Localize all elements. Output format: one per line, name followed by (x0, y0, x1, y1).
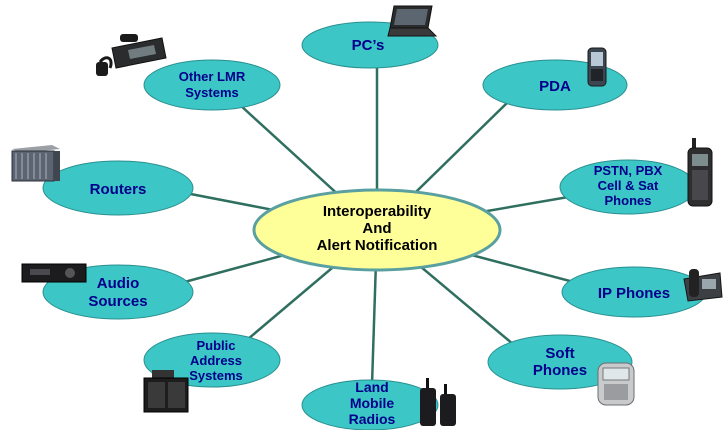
node-label-line: Audio (97, 275, 140, 292)
node-label-line: Phones (533, 362, 587, 379)
router-rack-icon (11, 145, 60, 182)
node-label-line: Public (196, 338, 235, 353)
node-label-line: Systems (185, 85, 238, 100)
node-label-line: PSTN, PBX (594, 163, 663, 178)
node-label-line: Land (355, 379, 388, 395)
node-label-routers: Routers (90, 181, 147, 198)
node-public-address-shape (143, 332, 281, 388)
cell-phone-icon (687, 138, 713, 207)
ip-phone-icon (683, 269, 723, 302)
softphone-device-icon (597, 362, 635, 406)
node-label-line: Phones (605, 193, 652, 208)
audio-receiver-icon (21, 263, 87, 283)
node-label-line: PDA (539, 78, 571, 95)
center-node-shape (252, 188, 502, 272)
node-routers-shape (42, 160, 194, 216)
speaker-icon (143, 370, 189, 413)
node-label-line: Other LMR (179, 69, 246, 84)
node-other-lmr-shape (143, 59, 281, 111)
node-label-line: Soft (545, 345, 574, 362)
node-label-pda: PDA (539, 78, 571, 95)
node-label-line: IP Phones (598, 285, 670, 302)
node-label-line: Mobile (350, 395, 395, 411)
two-way-radio-icon (420, 378, 456, 426)
center-title-line: And (362, 220, 391, 237)
laptop-icon (387, 5, 438, 37)
node-label-line: Radios (349, 411, 396, 427)
center-title-line: Interoperability (323, 203, 432, 220)
pda-icon (587, 47, 607, 87)
node-label-ip-phones: IP Phones (598, 285, 670, 302)
node-label-pcs: PC’s (352, 37, 385, 54)
node-label-line: Sources (88, 293, 147, 310)
node-label-line: PC’s (352, 37, 385, 54)
mobile-radio-icon (96, 34, 167, 76)
node-label-line: Address (190, 353, 242, 368)
node-soft-phones-shape (487, 334, 633, 390)
node-label-line: Routers (90, 181, 147, 198)
node-label-line: Systems (189, 368, 242, 383)
center-title-line: Alert Notification (317, 237, 438, 254)
node-label-line: Cell & Sat (598, 178, 659, 193)
